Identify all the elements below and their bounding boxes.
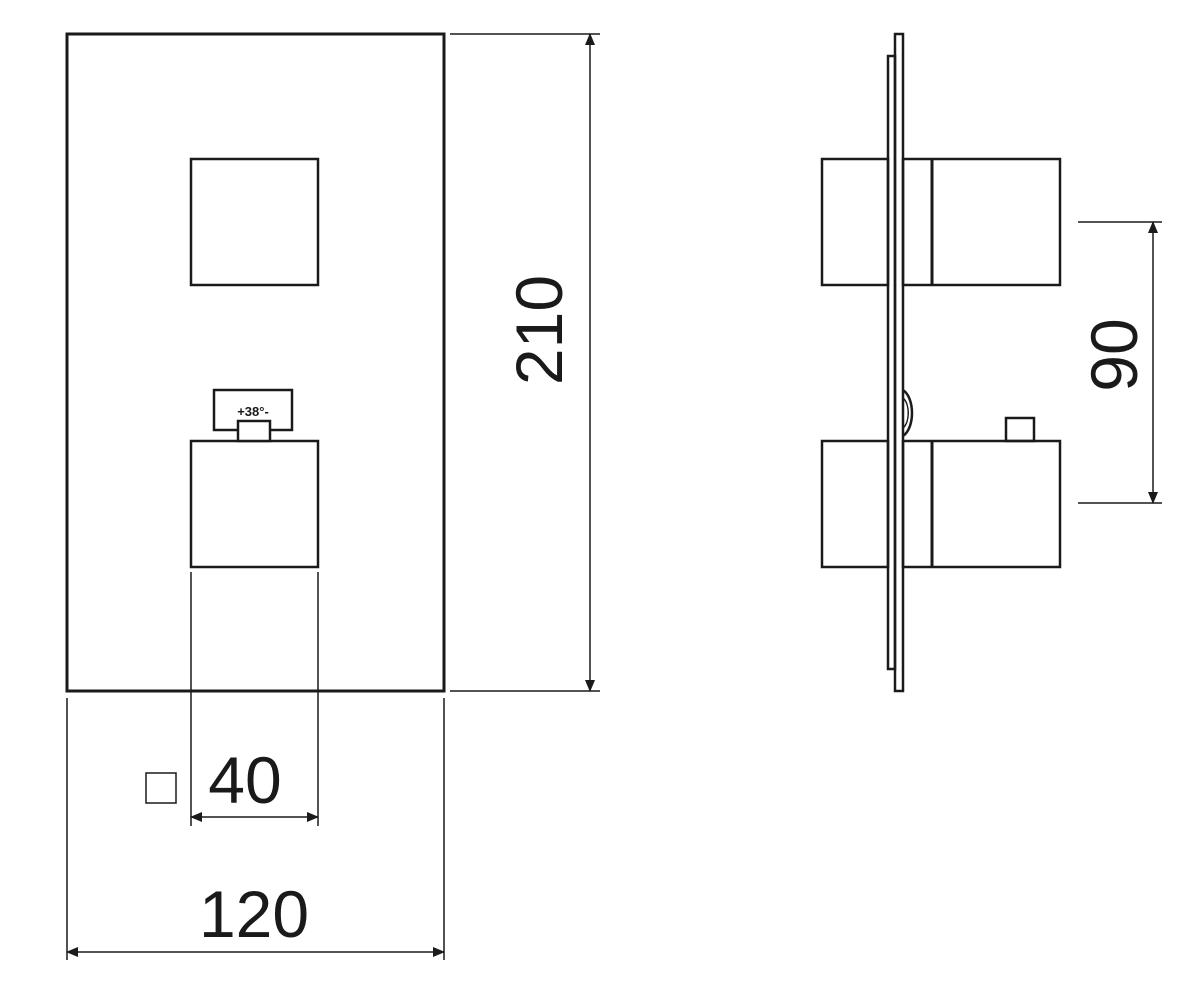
upper-knob-side [820,157,1062,287]
stop-button-bump [902,388,914,438]
knob-size-label: 40 [208,743,281,817]
lower-knob-tab [1004,416,1036,443]
upper-knob-back [820,157,890,287]
lower-knob-front [189,439,320,569]
overall-width-label: 120 [199,877,309,951]
knob-spacing-label: 90 [1077,318,1151,391]
lower-knob-side [820,416,1062,569]
upper-knob-body [901,157,1062,287]
upper-knob-front [189,157,320,287]
overall-height-label: 210 [502,275,576,385]
temperature-stop-tab [236,419,272,443]
temperature-stop-button: +38°- [212,388,294,443]
front-view: +38°- 40 120 210 [65,32,600,960]
cover-plate [65,32,446,693]
plate-face [893,32,905,693]
temperature-label: +38°- [237,404,269,419]
stop-button-bump-inner [902,397,909,429]
square-section-icon [145,772,177,804]
lower-knob-body [901,439,1062,569]
lower-knob-back [820,439,890,569]
side-view: 90 [820,32,1162,693]
